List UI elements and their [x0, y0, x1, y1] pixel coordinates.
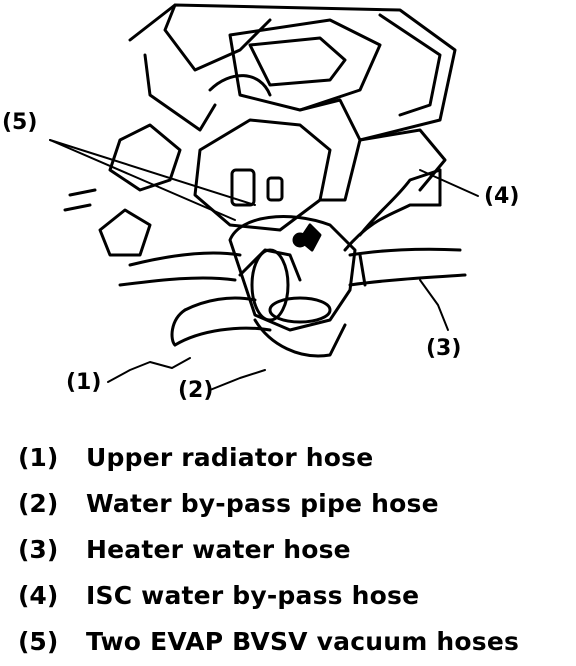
parts-legend: (1) Upper radiator hose (2) Water by-pas…: [18, 434, 568, 664]
legend-text: ISC water by-pass hose: [86, 580, 420, 610]
isc-water-bypass-hose: [343, 168, 442, 252]
legend-number: (4): [18, 580, 59, 610]
legend-item: (4) ISC water by-pass hose: [18, 572, 568, 618]
callout-4: (4): [484, 184, 520, 209]
legend-text: Heater water hose: [86, 534, 351, 564]
engine-hose-illustration: [49, 3, 479, 391]
legend-number: (2): [18, 488, 59, 518]
legend-number: (5): [18, 626, 59, 656]
legend-number: (3): [18, 534, 59, 564]
callout-1: (1): [66, 370, 102, 395]
callout-3: (3): [426, 336, 462, 361]
legend-item: (2) Water by-pass pipe hose: [18, 480, 568, 526]
legend-number: (1): [18, 442, 59, 472]
thermostat-housing: [228, 168, 357, 332]
legend-text: Upper radiator hose: [86, 442, 374, 472]
legend-text: Two EVAP BVSV vacuum hoses: [86, 626, 520, 656]
water-bypass-pipe-hose: [118, 251, 347, 358]
legend-item: (5) Two EVAP BVSV vacuum hoses: [18, 618, 568, 664]
callout-5: (5): [2, 110, 38, 135]
leader-lines: [49, 139, 479, 391]
engine-block-drawing: [63, 3, 457, 257]
callout-2: (2): [178, 378, 214, 403]
legend-text: Water by-pass pipe hose: [86, 488, 439, 518]
legend-item: (1) Upper radiator hose: [18, 434, 568, 480]
heater-water-hose: [348, 247, 467, 287]
legend-item: (3) Heater water hose: [18, 526, 568, 572]
